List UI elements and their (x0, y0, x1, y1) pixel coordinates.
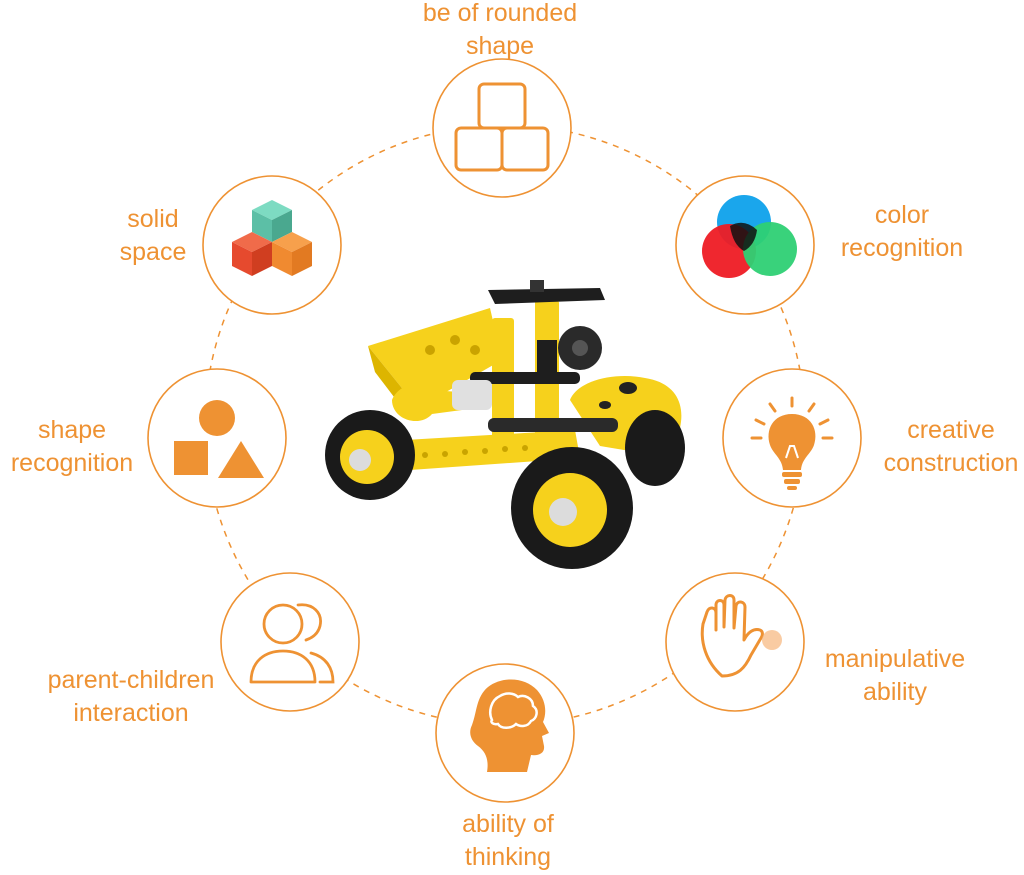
label-line: recognition (10, 449, 134, 477)
label-parent-children-interaction: parent-children interaction (28, 664, 234, 730)
lightbulb-icon (750, 396, 834, 490)
parent-child-icon (249, 603, 335, 684)
label-line: ability (863, 678, 927, 706)
node-circle-shape-recognition (147, 368, 287, 508)
head-brain-icon (470, 679, 549, 772)
label-manipulative-ability: manipulative ability (803, 643, 987, 709)
label-line: manipulative (824, 645, 966, 673)
label-line: creative (907, 416, 995, 444)
cubes-icon (232, 200, 312, 276)
hand-icon (700, 594, 782, 678)
label-line: thinking (464, 843, 552, 871)
label-color-recognition: color recognition (812, 199, 992, 265)
label-line: recognition (840, 234, 964, 262)
label-line: color (874, 201, 930, 229)
label-line: construction (883, 449, 1019, 477)
label-line: solid (127, 205, 179, 233)
label-line: space (119, 238, 187, 266)
rgb-circles-icon (702, 195, 797, 278)
label-solid-space: solid space (98, 203, 208, 269)
node-circle-manipulative-ability (665, 572, 805, 712)
label-line: interaction (73, 699, 189, 727)
label-line: shape (465, 32, 535, 60)
label-creative-construction: creative construction (878, 414, 1024, 480)
toy-vehicle-image (325, 280, 685, 569)
label-line: ability of (462, 810, 554, 838)
label-line: shape (37, 416, 107, 444)
rounded-blocks-icon (454, 82, 550, 172)
label-rounded-shape: be of rounded shape (395, 0, 605, 63)
shapes-icon (174, 400, 264, 478)
label-line: be of rounded (422, 0, 578, 27)
label-line: parent-children (47, 666, 215, 694)
label-ability-of-thinking: ability of thinking (418, 808, 598, 874)
label-shape-recognition: shape recognition (0, 414, 144, 480)
